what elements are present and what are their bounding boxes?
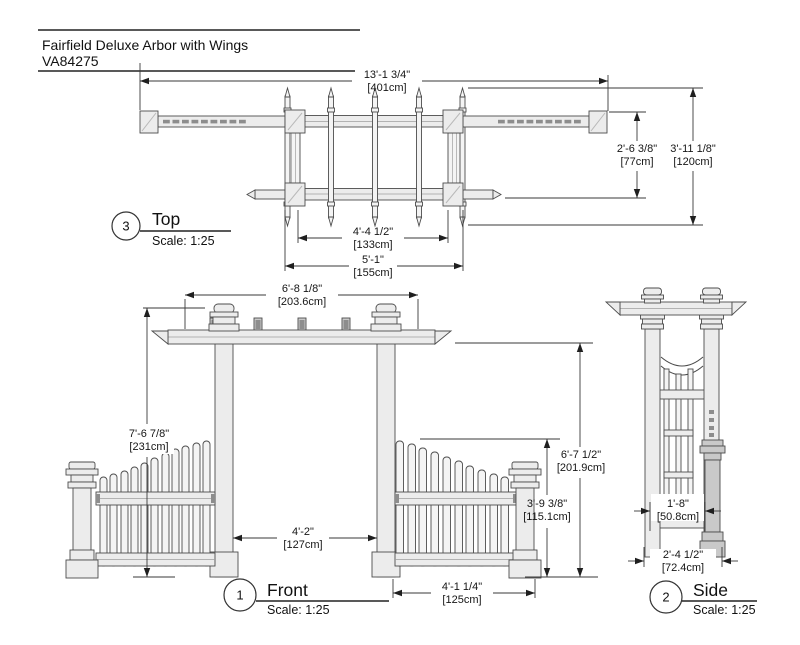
inner-width-imperial: 4'-4 1/2" xyxy=(353,226,393,238)
callout-number: 2 xyxy=(662,590,669,605)
overall-width-imperial: 13'-1 3/4" xyxy=(364,69,410,81)
rafter xyxy=(371,86,379,228)
front-header-beam xyxy=(150,329,453,345)
dim-top-inner-width: 4'-4 1/2" [133cm] xyxy=(297,210,449,251)
front-view-drawing xyxy=(65,303,542,579)
header-width-imperial: 6'-8 1/8" xyxy=(282,283,322,295)
scale-label: Scale: 1:25 xyxy=(267,603,330,617)
wing-height-metric: [115.1cm] xyxy=(523,511,571,523)
top-right-wing xyxy=(462,110,608,134)
dim-front-wing-height: 3'-9 3/8" [115.1cm] xyxy=(420,438,571,577)
trellis-width-imperial: 1'-8" xyxy=(667,498,689,510)
dim-top-wing-depth: 2'-6 3/8" [77cm] xyxy=(505,111,657,199)
top-view: 13'-1 3/4" [401cm] 2'-6 3/8" [77cm] 3'-1… xyxy=(111,63,716,279)
left-wing-lattice-dashes xyxy=(163,119,246,124)
front-wing-rails xyxy=(95,491,518,567)
clearance-height-imperial: 6'-7 1/2" xyxy=(561,449,601,461)
wing-width-imperial: 4'-1 1/4" xyxy=(442,581,482,593)
dim-top-overall-width: 13'-1 3/4" [401cm] xyxy=(139,63,609,111)
side-view: 1'-8" [50.8cm] 2'-4 1/2" [72.4cm] 2 Side… xyxy=(604,287,757,617)
top-right-side-beam xyxy=(447,132,462,184)
callout-number: 1 xyxy=(236,588,243,603)
callout-bubble xyxy=(111,211,141,241)
header-width-metric: [203.6cm] xyxy=(278,296,326,308)
rafter xyxy=(415,86,423,228)
side-view-callout: 2 Side Scale: 1:25 xyxy=(649,580,757,617)
dim-top-outer-width: 5'-1" [155cm] xyxy=(284,210,464,279)
inner-width-metric: [133cm] xyxy=(353,239,392,251)
view-label: Top xyxy=(152,209,180,229)
front-left-wing-pickets xyxy=(99,440,211,567)
scale-label: Scale: 1:25 xyxy=(693,603,756,617)
dim-front-header-width: 6'-8 1/8" [203.6cm] xyxy=(184,283,419,329)
scale-label: Scale: 1:25 xyxy=(152,234,215,248)
front-left-post xyxy=(214,329,234,578)
overall-width-metric: [401cm] xyxy=(367,82,406,94)
dim-front-opening-width: 4'-2" [127cm] xyxy=(233,526,377,551)
callout-bubble xyxy=(223,578,257,612)
top-view-drawing xyxy=(139,86,608,228)
wing-depth-imperial: 2'-6 3/8" xyxy=(617,143,657,155)
overall-height-imperial: 7'-6 7/8" xyxy=(129,428,169,440)
top-rafters xyxy=(283,86,467,228)
outer-width-metric: [155cm] xyxy=(353,267,392,279)
front-view-callout: 1 Front Scale: 1:25 xyxy=(223,578,389,617)
clearance-height-metric: [201.9cm] xyxy=(557,462,605,474)
dim-side-depth: 2'-4 1/2" [72.4cm] xyxy=(628,547,738,574)
view-label: Side xyxy=(693,580,728,600)
model-number: VA84275 xyxy=(42,53,99,69)
side-finials xyxy=(641,287,723,304)
front-left-wing-end-post xyxy=(65,461,99,579)
wing-height-imperial: 3'-9 3/8" xyxy=(527,498,567,510)
front-view: 6'-8 1/8" [203.6cm] 7'-6 7/8" [231cm] 6'… xyxy=(65,283,605,617)
dim-front-overall-height: 7'-6 7/8" [231cm] xyxy=(124,307,205,578)
wing-depth-metric: [77cm] xyxy=(620,156,653,168)
side-depth-imperial: 2'-4 1/2" xyxy=(663,549,703,561)
dim-side-trellis-width: 1'-8" [50.8cm] xyxy=(634,494,721,531)
rafter xyxy=(327,86,335,228)
front-right-post xyxy=(376,329,396,578)
side-header-beam xyxy=(604,301,748,317)
front-right-finial xyxy=(370,303,402,332)
top-corner-posts xyxy=(284,109,464,207)
title-block: Fairfield Deluxe Arbor with Wings VA8427… xyxy=(38,29,360,72)
front-right-wing-end-post xyxy=(508,461,542,579)
trellis-width-metric: [50.8cm] xyxy=(657,511,699,523)
overall-depth-metric: [120cm] xyxy=(673,156,712,168)
side-depth-metric: [72.4cm] xyxy=(662,562,704,574)
right-wing-lattice-dashes xyxy=(498,119,581,124)
overall-height-metric: [231cm] xyxy=(129,441,168,453)
product-title: Fairfield Deluxe Arbor with Wings xyxy=(42,37,248,53)
wing-width-metric: [125cm] xyxy=(442,594,481,606)
outer-width-imperial: 5'-1" xyxy=(362,254,384,266)
top-view-callout: 3 Top Scale: 1:25 xyxy=(111,209,231,248)
view-label: Front xyxy=(267,580,308,600)
front-left-finial xyxy=(208,303,240,332)
dim-top-overall-depth: 3'-11 1/8" [120cm] xyxy=(468,87,716,226)
dim-front-wing-width: 4'-1 1/4" [125cm] xyxy=(392,579,536,606)
opening-width-metric: [127cm] xyxy=(283,539,322,551)
overall-depth-imperial: 3'-11 1/8" xyxy=(670,143,716,155)
opening-width-imperial: 4'-2" xyxy=(292,526,314,538)
top-left-wing xyxy=(139,110,286,134)
dim-front-clearance-height: 6'-7 1/2" [201.9cm] xyxy=(455,342,605,578)
callout-number: 3 xyxy=(122,219,129,234)
callout-bubble xyxy=(649,580,683,614)
